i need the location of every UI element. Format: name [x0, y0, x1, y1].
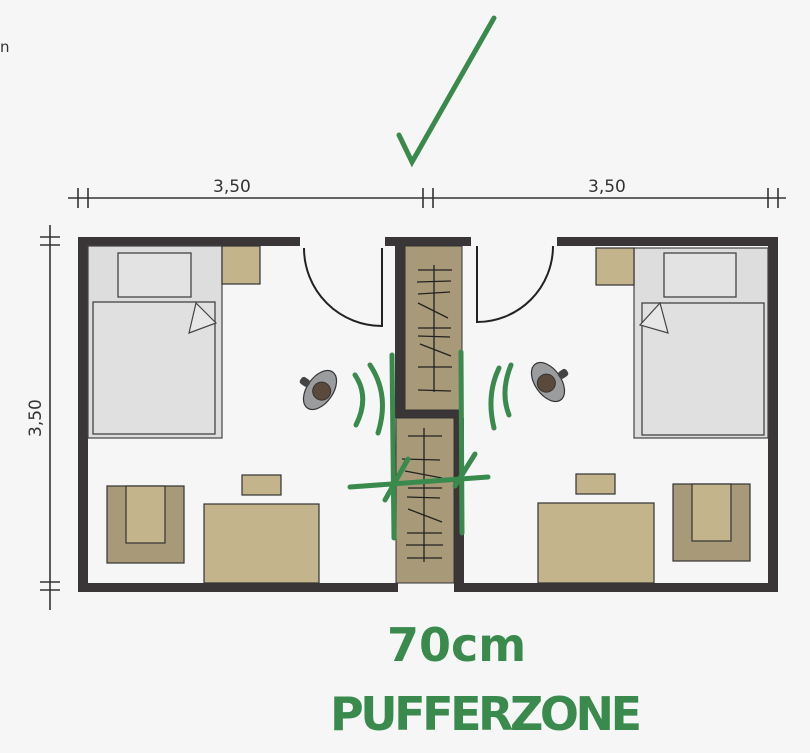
person-icon — [299, 369, 338, 411]
buffer-zone-label: PUFFERZONE — [330, 687, 642, 741]
desk — [203, 503, 320, 584]
desk-chair — [575, 473, 616, 495]
measure-label: 70cm — [387, 618, 526, 672]
left-width-label: 3,50 — [213, 177, 251, 197]
wardrobe-lower — [395, 417, 455, 584]
pillow — [117, 252, 192, 298]
door-swing — [303, 247, 383, 328]
pillow — [663, 252, 737, 298]
nightstand — [595, 247, 635, 286]
nightstand — [221, 245, 261, 285]
right-width-label: 3,50 — [588, 177, 626, 197]
left-dimension-line — [40, 225, 60, 610]
door-swing — [476, 245, 554, 324]
right-room — [460, 237, 778, 592]
top-dimension-line — [68, 188, 786, 208]
desk — [537, 502, 655, 584]
buffer-annotation — [347, 15, 514, 541]
wardrobe-partition — [385, 237, 471, 592]
cropped-text-fragment: n — [0, 38, 10, 56]
left-room — [78, 237, 398, 592]
person-icon — [530, 361, 569, 403]
depth-label: 3,50 — [26, 399, 46, 437]
checkmark-icon — [396, 15, 497, 168]
desk-chair — [241, 474, 282, 496]
